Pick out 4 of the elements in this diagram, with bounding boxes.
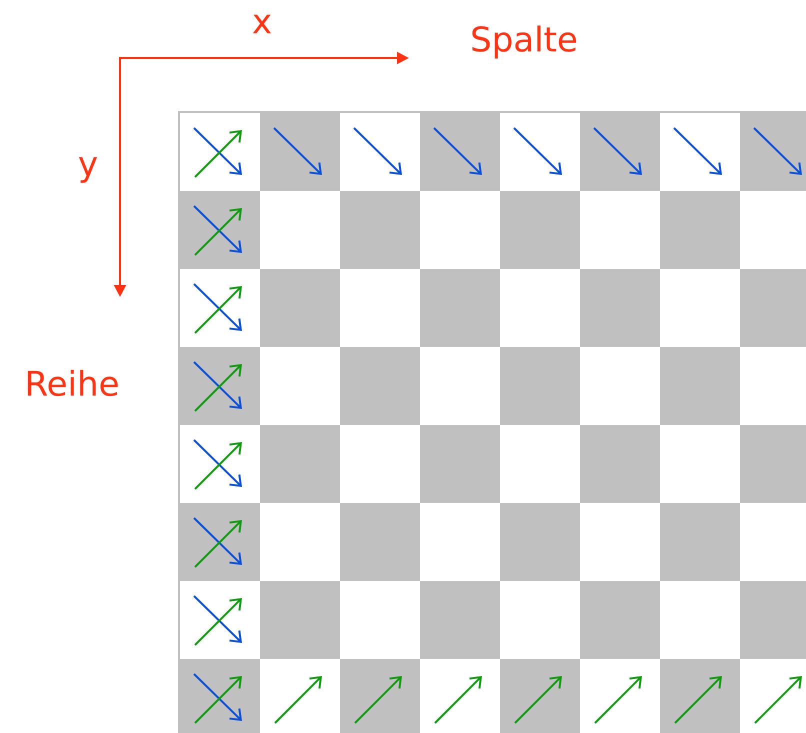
axis-label: Spalte	[472, 26, 576, 58]
axis-label: Reihe	[28, 370, 118, 396]
axis-label: y	[78, 157, 98, 183]
axis-label: x	[252, 14, 271, 34]
